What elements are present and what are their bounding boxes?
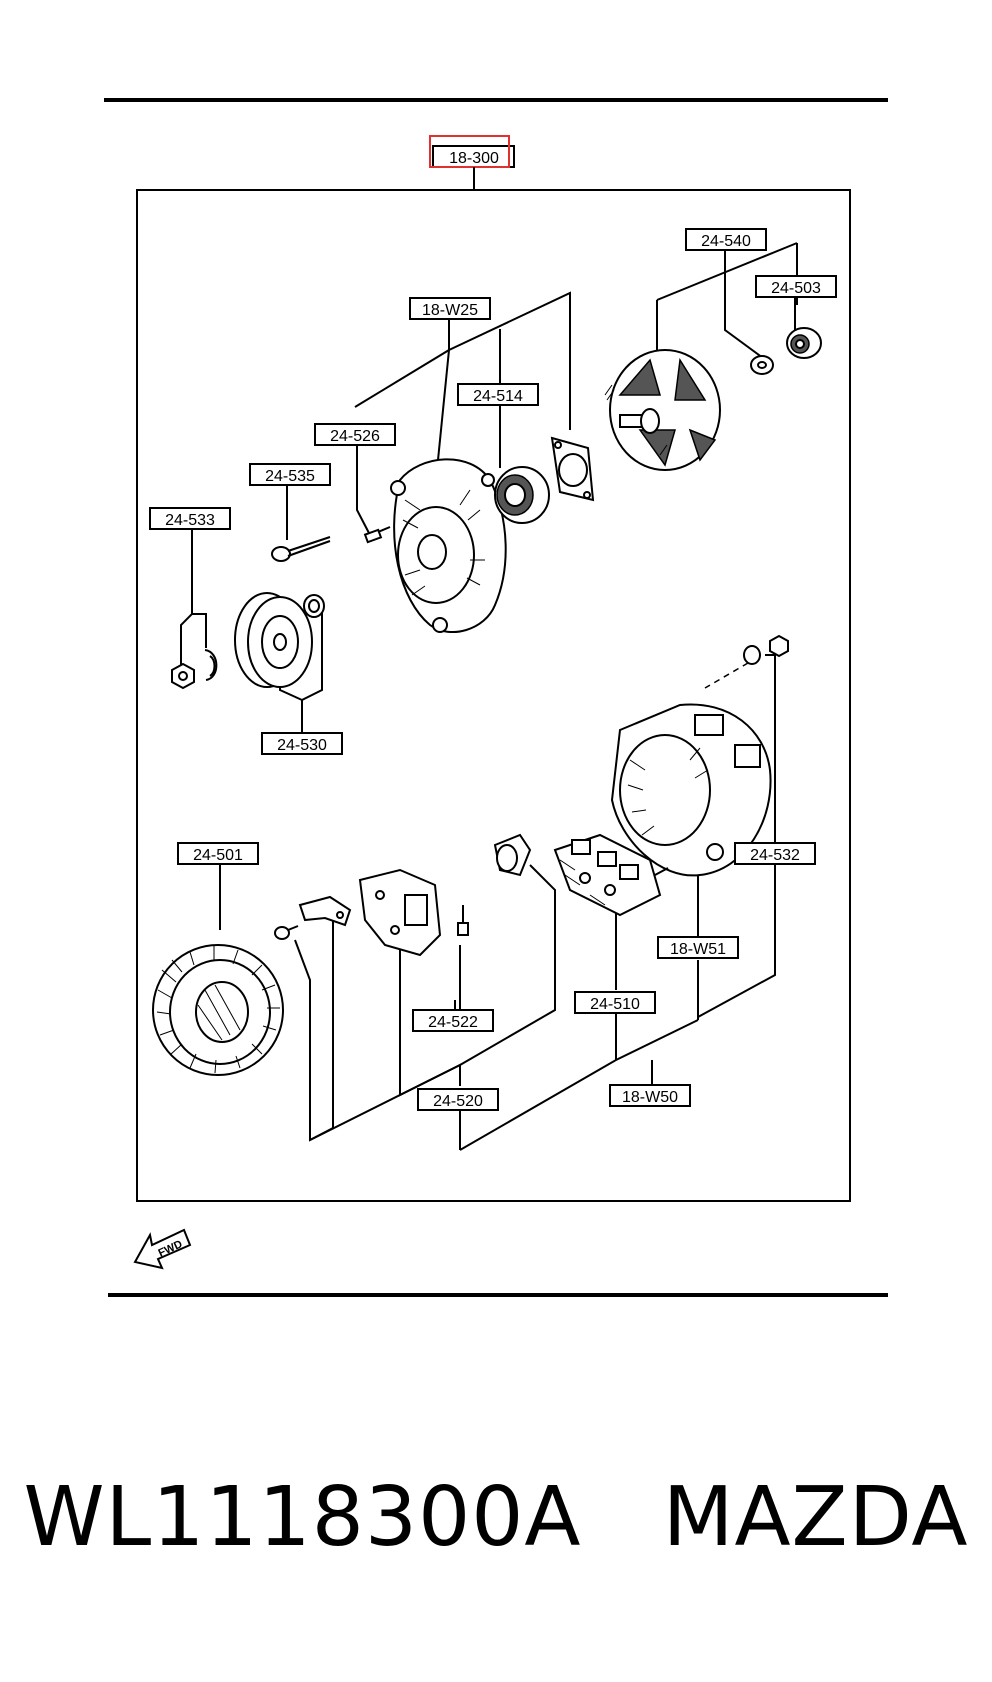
nut-icon (171, 649, 218, 690)
label-24-501[interactable]: 24-501 (177, 842, 259, 865)
bracket-icon (298, 895, 352, 927)
svg-text:24-520: 24-520 (433, 1093, 483, 1110)
svg-text:24-503: 24-503 (771, 280, 821, 297)
svg-text:24-535: 24-535 (265, 468, 315, 485)
label-18-W51[interactable]: 18-W51 (657, 936, 739, 959)
svg-text:18-W25: 18-W25 (422, 302, 478, 319)
brush-holder-icon (493, 833, 532, 877)
rear-housing-icon (610, 703, 772, 877)
forward-arrow-icon: FWD (133, 1228, 192, 1270)
terminal-nut-icon (743, 634, 789, 665)
bearing-icon (494, 466, 550, 524)
rear-bearing-icon (786, 327, 822, 359)
retainer-plate-icon (550, 436, 595, 502)
stator-icon (152, 944, 284, 1076)
bolt-icon (271, 536, 331, 562)
svg-text:24-540: 24-540 (701, 233, 751, 250)
svg-text:18-W51: 18-W51 (670, 941, 726, 958)
washer-icon (750, 355, 774, 375)
label-24-503[interactable]: 24-503 (755, 275, 837, 298)
svg-text:18-W50: 18-W50 (622, 1089, 678, 1106)
label-18-W25[interactable]: 18-W25 (409, 297, 491, 320)
svg-text:24-510: 24-510 (590, 996, 640, 1013)
regulator-icon (358, 868, 442, 957)
diagram-frame (136, 189, 851, 1202)
svg-text:18-300: 18-300 (449, 150, 499, 167)
assembly-highlight (429, 135, 510, 168)
svg-text:24-514: 24-514 (473, 388, 523, 405)
label-24-520[interactable]: 24-520 (417, 1088, 499, 1111)
label-24-540[interactable]: 24-540 (685, 228, 767, 251)
rectifier-icon (553, 833, 669, 917)
svg-text:24-530: 24-530 (277, 737, 327, 754)
svg-text:24-522: 24-522 (428, 1014, 478, 1031)
label-24-522[interactable]: 24-522 (412, 1009, 494, 1032)
label-18-W50[interactable]: 18-W50 (609, 1084, 691, 1107)
svg-text:24-532: 24-532 (750, 847, 800, 864)
small-screw-icon (274, 925, 299, 940)
label-24-532[interactable]: 24-532 (734, 842, 816, 865)
label-24-510[interactable]: 24-510 (574, 991, 656, 1014)
label-24-514[interactable]: 24-514 (457, 383, 539, 406)
svg-text:24-533: 24-533 (165, 512, 215, 529)
rotor-icon (604, 349, 721, 471)
screw-icon (363, 526, 391, 544)
label-24-530[interactable]: 24-530 (261, 732, 343, 755)
part-number-caption: WL1118300A MAZDA (23, 1470, 969, 1565)
label-24-533[interactable]: 24-533 (149, 507, 231, 530)
alternator-front-housing-icon (390, 458, 507, 634)
svg-text:24-501: 24-501 (193, 847, 243, 864)
svg-text:24-526: 24-526 (330, 428, 380, 445)
brush-icon (457, 905, 469, 936)
label-24-526[interactable]: 24-526 (314, 423, 396, 446)
label-24-535[interactable]: 24-535 (249, 463, 331, 486)
pulley-icon (234, 592, 325, 688)
assembly-label[interactable]: 18-300 (429, 135, 515, 190)
